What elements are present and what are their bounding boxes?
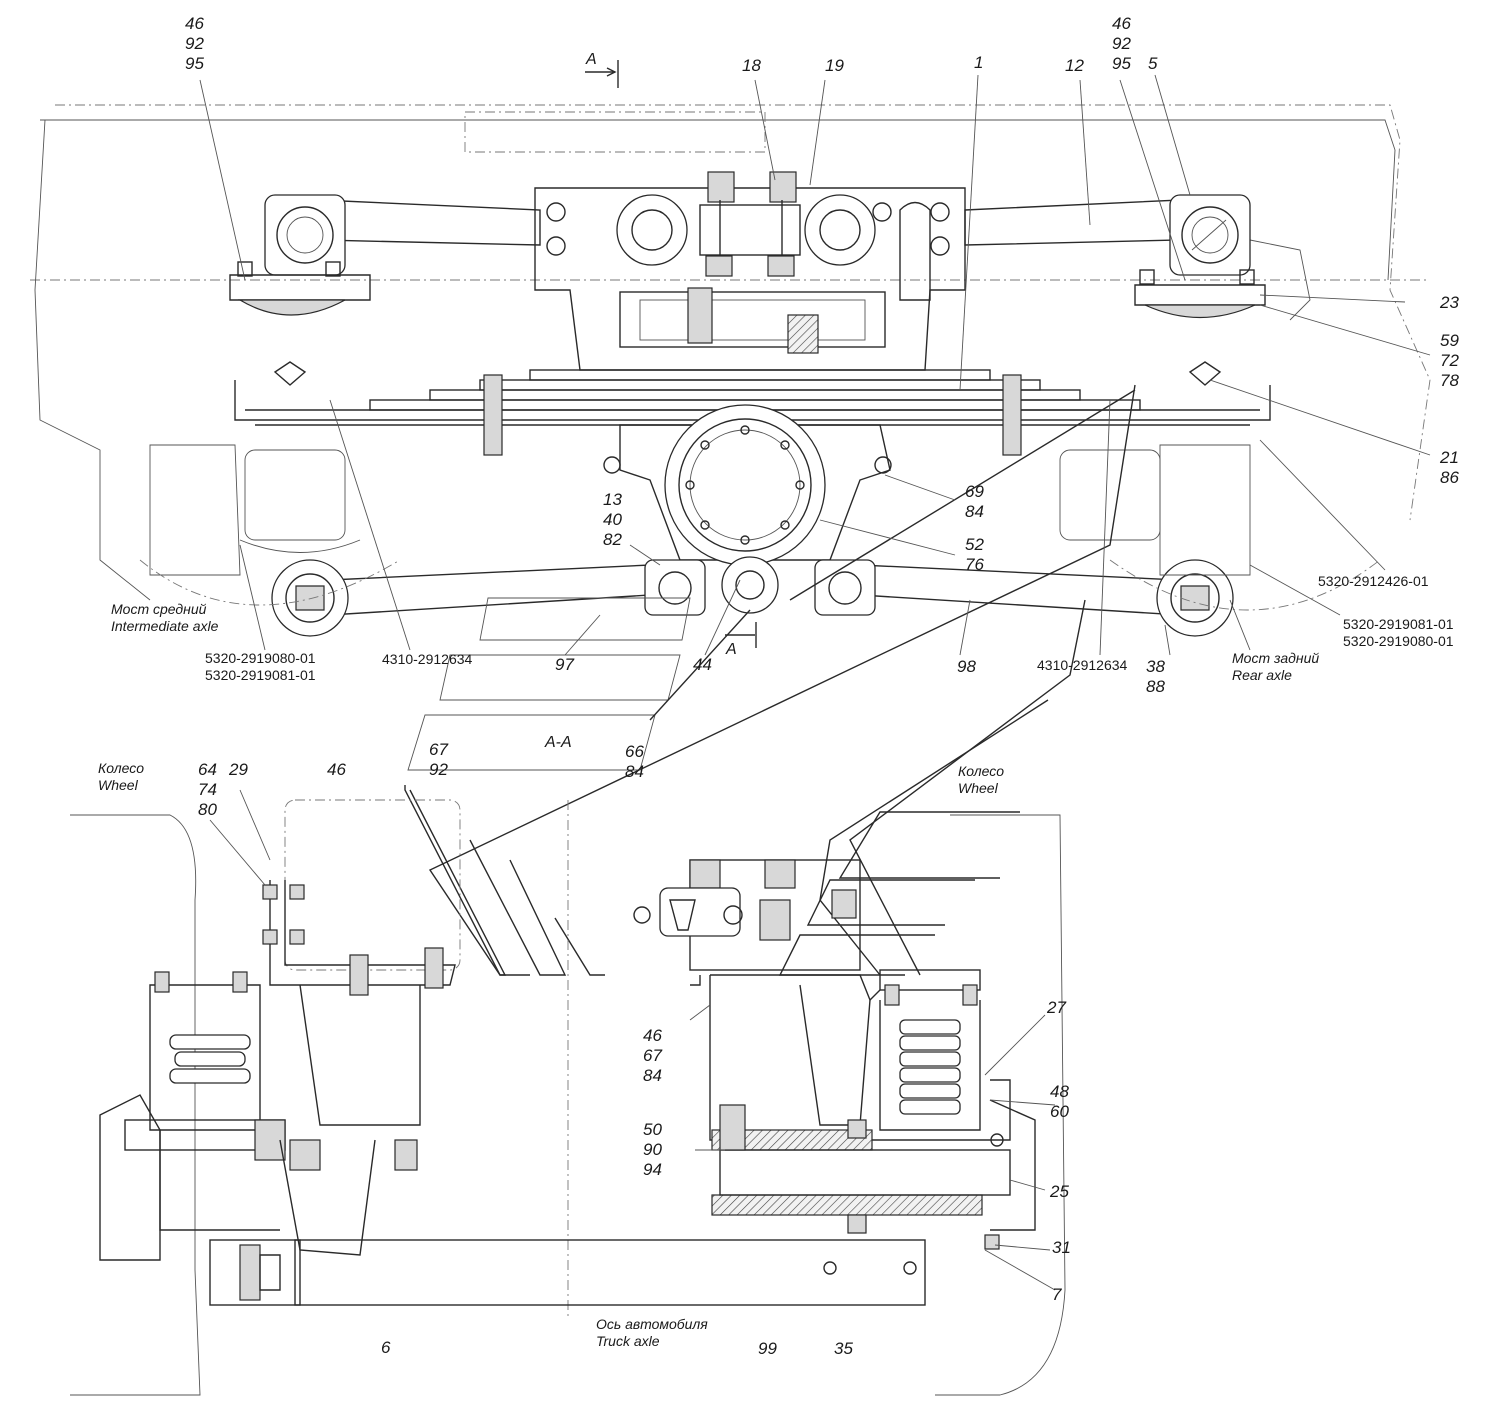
callout-21-86: 21 86 <box>1440 448 1459 487</box>
caption-rear-axle: Мост задний Rear axle <box>1232 650 1320 683</box>
callout-67-92: 67 92 <box>429 740 448 779</box>
section-marker-top: A <box>586 51 597 68</box>
callout-48-60: 48 60 <box>1050 1082 1069 1121</box>
callout-27: 27 <box>1047 998 1066 1017</box>
callout-46-67-84: 46 67 84 <box>643 1026 662 1085</box>
part-number-right-spring: 5320-2912426-01 <box>1318 573 1429 589</box>
caption-wheel-right: Колесо Wheel <box>958 763 1005 796</box>
section-title: A-A <box>545 734 572 751</box>
section-cut-markers <box>585 60 757 648</box>
lower-reaction-rods <box>271 559 1234 637</box>
callout-1: 1 <box>974 53 984 72</box>
leader-lines <box>199 74 1431 656</box>
callout-25: 25 <box>1050 1182 1069 1201</box>
callout-97: 97 <box>555 655 574 674</box>
callout-31: 31 <box>1052 1238 1071 1257</box>
wheel-outlines <box>70 800 1066 1396</box>
part-number-left-rod: 4310-2912634 <box>382 651 473 667</box>
section-stripes <box>404 384 1136 976</box>
callout-46-lower: 46 <box>327 760 346 779</box>
lower-leader-lines <box>209 789 1056 1291</box>
callout-13-40-82: 13 40 82 <box>603 490 622 549</box>
caption-wheel-left: Колесо Wheel <box>98 760 145 793</box>
callout-69-84: 69 84 <box>965 482 984 521</box>
axle-housing <box>603 404 892 614</box>
callout-6: 6 <box>381 1338 391 1357</box>
part-number-right-pair: 5320-2919081-01 5320-2919080-01 <box>1343 616 1454 649</box>
callout-7: 7 <box>1052 1285 1062 1304</box>
frame-outline <box>30 104 1431 601</box>
left-spring-seat <box>99 799 926 1306</box>
callout-18: 18 <box>742 56 761 75</box>
part-number-left-pair: 5320-2919080-01 5320-2919081-01 <box>205 650 316 683</box>
callout-29: 29 <box>229 760 248 779</box>
trunnion-bracket <box>534 171 966 371</box>
callout-23: 23 <box>1440 293 1459 312</box>
callout-46-92-95-right: 46 92 95 <box>1112 14 1131 73</box>
callout-98: 98 <box>957 657 976 676</box>
callout-52-76: 52 76 <box>965 535 984 574</box>
callout-64-74-80: 64 74 80 <box>198 760 217 819</box>
section-marker-bottom: A <box>726 641 737 658</box>
caption-intermediate-axle: Мост средний Intermediate axle <box>111 601 219 634</box>
upper-reaction-rods <box>229 194 1266 318</box>
callout-38-88: 38 88 <box>1146 657 1165 696</box>
callout-12: 12 <box>1065 56 1084 75</box>
caption-truck-axle: Ось автомобиля Truck axle <box>596 1316 708 1349</box>
callout-46-92-95-left: 46 92 95 <box>185 14 204 73</box>
axle-outlines <box>139 444 1381 611</box>
callout-99: 99 <box>758 1339 777 1358</box>
callout-66-84: 66 84 <box>625 742 644 781</box>
callout-19: 19 <box>825 56 844 75</box>
callout-5: 5 <box>1148 54 1158 73</box>
callout-50-90-94: 50 90 94 <box>643 1120 662 1179</box>
right-pivot-assembly <box>633 859 1036 1250</box>
callout-44: 44 <box>693 655 712 674</box>
part-number-right-rod: 4310-2912634 <box>1037 657 1128 673</box>
callout-59-72-78: 59 72 78 <box>1440 331 1459 390</box>
callout-35: 35 <box>834 1339 853 1358</box>
